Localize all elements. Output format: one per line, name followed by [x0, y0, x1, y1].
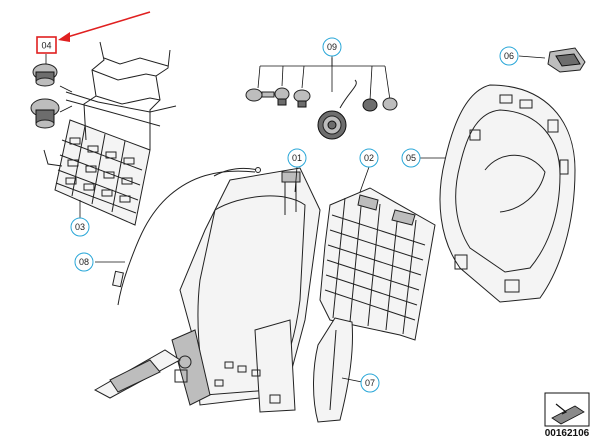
- callout-02[interactable]: 02: [359, 148, 379, 168]
- callout-09[interactable]: 09: [322, 37, 342, 57]
- part-04-caps: [30, 63, 73, 129]
- callout-06-label: 06: [504, 51, 514, 61]
- part-07-side-trim: [313, 317, 353, 423]
- callout-05[interactable]: 05: [401, 148, 421, 168]
- part-03-lumbar-mat: [43, 41, 177, 226]
- callout-05-label: 05: [406, 153, 416, 163]
- reference-number: 00162106: [545, 428, 590, 439]
- callout-08[interactable]: 08: [74, 252, 94, 272]
- callout-03-label: 03: [75, 222, 85, 232]
- reference-stamp: 00162106: [544, 392, 590, 439]
- callout-01[interactable]: 01: [287, 148, 307, 168]
- stamp-arrow-icon: [555, 403, 568, 415]
- part-06-clip: [547, 47, 586, 73]
- part-09-fasteners: [245, 58, 398, 140]
- callout-02-label: 02: [364, 153, 374, 163]
- part-02-rear-panel: [319, 187, 436, 341]
- callout-06[interactable]: 06: [499, 46, 519, 66]
- callout-09-label: 09: [327, 42, 337, 52]
- callout-leaders: [45, 54, 546, 383]
- callout-04[interactable]: 04: [36, 36, 57, 54]
- callout-04-label: 04: [41, 41, 51, 51]
- callout-07-label: 07: [365, 378, 375, 388]
- part-08-cable: [112, 167, 261, 306]
- callout-03[interactable]: 03: [70, 217, 90, 237]
- callout-08-label: 08: [79, 257, 89, 267]
- part-05-backrest-shell: [439, 84, 576, 303]
- callout-01-label: 01: [292, 153, 302, 163]
- highlight-arrow: [58, 11, 151, 42]
- part-01-backrest-frame: [93, 167, 321, 413]
- stamp-sheet-icon: [551, 405, 585, 425]
- callout-07[interactable]: 07: [360, 373, 380, 393]
